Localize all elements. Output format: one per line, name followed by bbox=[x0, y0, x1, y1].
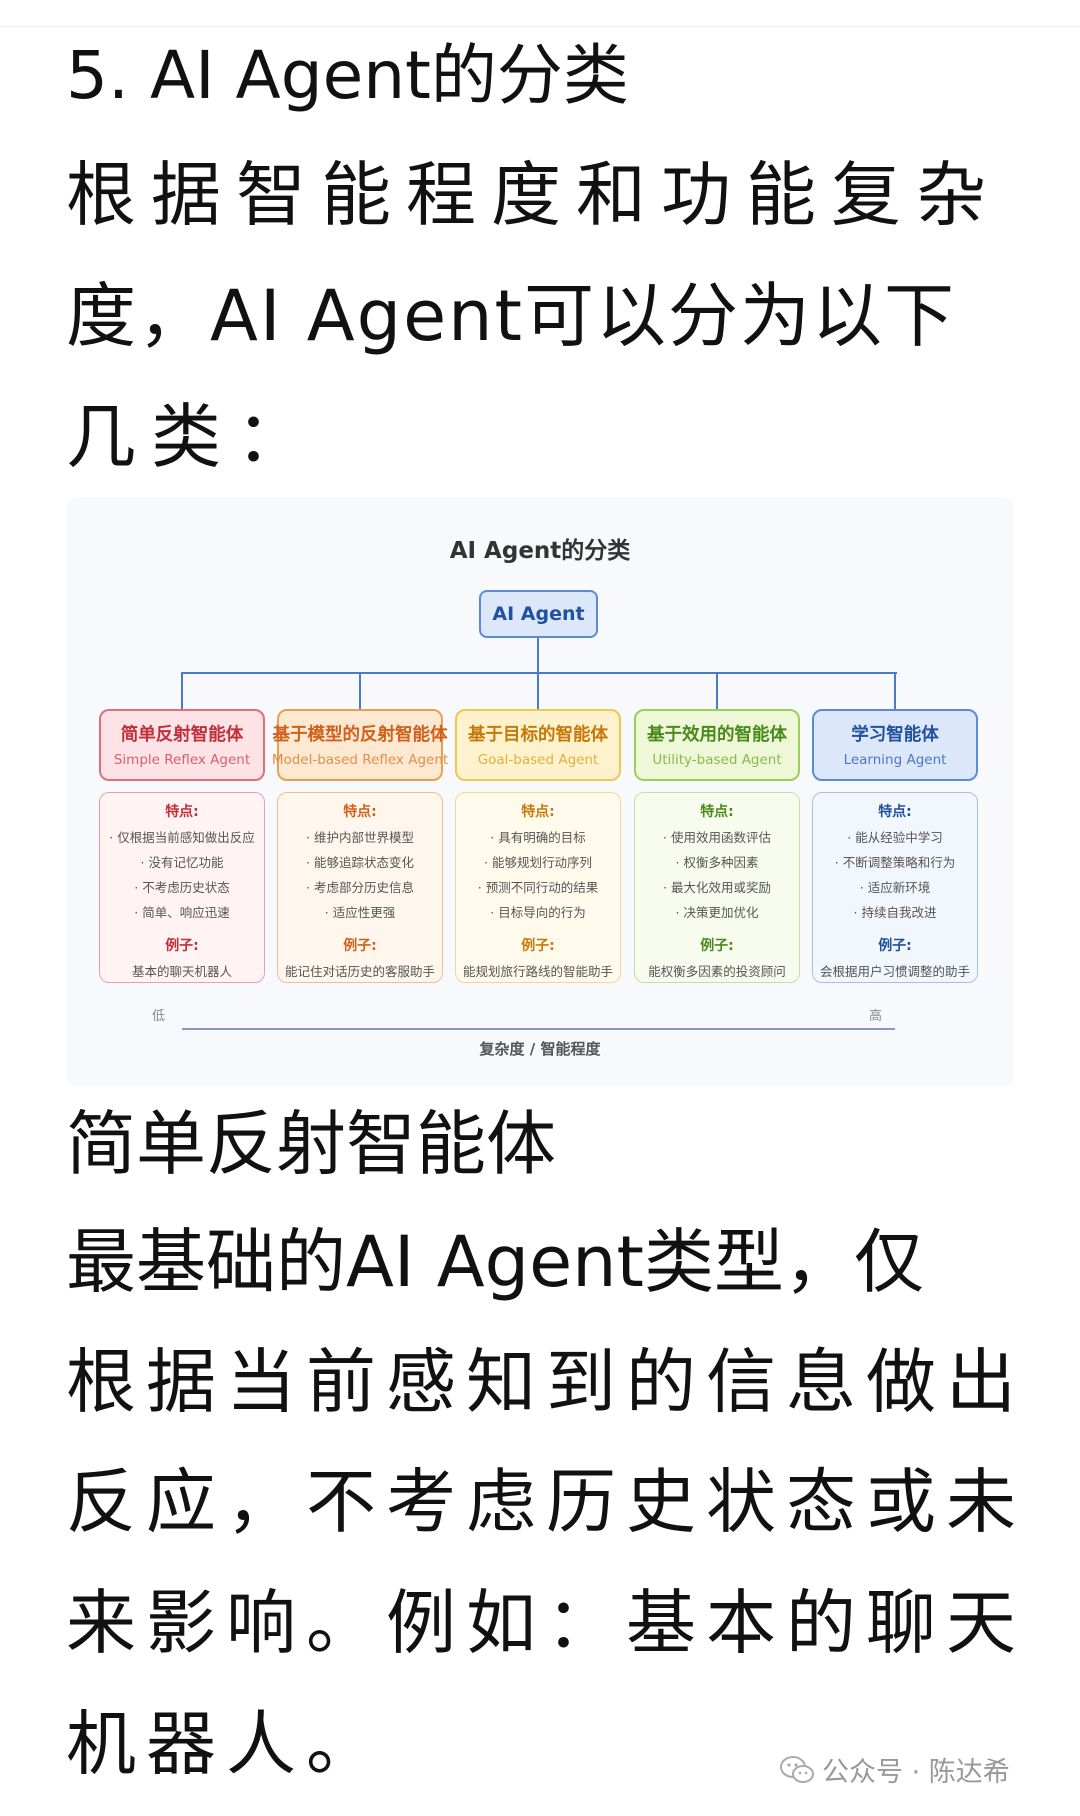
section-line: 机器人。 bbox=[66, 1703, 386, 1785]
category-english-name: Learning Agent bbox=[843, 752, 947, 768]
root-node: AI Agent bbox=[479, 590, 598, 638]
section-line: 根据当前感知到的信息做出 bbox=[66, 1341, 1026, 1423]
feature-item: 不考虑历史状态 bbox=[100, 877, 264, 896]
example-text: 能权衡多因素的投资顾问 bbox=[648, 964, 786, 979]
feature-item: 持续自我改进 bbox=[813, 902, 977, 921]
watermark-text: 公众号 · 陈达希 bbox=[822, 1757, 1010, 1788]
category-node: 学习智能体 Learning Agent bbox=[812, 709, 978, 781]
intro-line: 几类： bbox=[66, 396, 321, 478]
feature-item: 使用效用函数评估 bbox=[635, 827, 799, 846]
page-heading: 5. AI Agent的分类 bbox=[66, 37, 629, 114]
example-label: 例子: bbox=[521, 938, 555, 954]
intro-line: 根据智能程度和功能复杂 bbox=[66, 154, 1001, 236]
top-bar bbox=[0, 0, 1080, 27]
example-text: 会根据用户习惯调整的助手 bbox=[819, 964, 970, 979]
category-details: 特点: 使用效用函数评估权衡多种因素最大化效用或奖励决策更加优化例子: 能权衡多因素… bbox=[634, 792, 800, 983]
connector bbox=[359, 672, 361, 710]
example-text: 能记住对话历史的客服助手 bbox=[284, 964, 435, 979]
category-node: 基于模型的反射智能体 Model-based Reflex Agent bbox=[272, 709, 448, 781]
features-label: 特点: bbox=[700, 804, 734, 820]
section-heading: 简单反射智能体 bbox=[66, 1103, 556, 1185]
connector bbox=[181, 672, 183, 710]
category-english-name: Model-based Reflex Agent bbox=[271, 752, 449, 768]
category-english-name: Utility-based Agent bbox=[652, 752, 782, 768]
section-line: 反应，不考虑历史状态或未 bbox=[66, 1461, 1026, 1543]
connector bbox=[182, 672, 897, 674]
connector bbox=[716, 672, 718, 710]
high-label: 高 bbox=[869, 1009, 883, 1024]
example-label: 例子: bbox=[700, 938, 734, 954]
feature-item: 能从经验中学习 bbox=[813, 827, 977, 846]
example-text: 能规划旅行路线的智能助手 bbox=[462, 964, 613, 979]
axis-label: 复杂度 / 智能程度 bbox=[479, 1040, 601, 1058]
category-name: 学习智能体 bbox=[851, 725, 939, 745]
complexity-axis bbox=[182, 1028, 895, 1030]
diagram-title: AI Agent的分类 bbox=[449, 538, 631, 564]
feature-item: 不断调整策略和行为 bbox=[813, 852, 977, 871]
category-name: 基于效用的智能体 bbox=[647, 725, 787, 745]
category-english-name: Goal-based Agent bbox=[477, 752, 599, 768]
category-node: 基于效用的智能体 Utility-based Agent bbox=[634, 709, 800, 781]
feature-item: 考虑部分历史信息 bbox=[278, 877, 442, 896]
example-label: 例子: bbox=[878, 938, 912, 954]
watermark: 公众号 · 陈达希 bbox=[780, 1750, 1010, 1789]
feature-item: 权衡多种因素 bbox=[635, 852, 799, 871]
classification-diagram: AI Agent的分类 AI Agent 低 高 复杂度 / 智能程度 简单反射… bbox=[66, 497, 1014, 1086]
section-line: 最基础的AI Agent类型，仅 bbox=[66, 1221, 924, 1303]
features-label: 特点: bbox=[165, 804, 199, 820]
category-name: 简单反射智能体 bbox=[120, 725, 244, 745]
wechat-icon bbox=[780, 1755, 814, 1783]
feature-item: 最大化效用或奖励 bbox=[635, 877, 799, 896]
connector bbox=[537, 638, 539, 674]
category-name: 基于目标的智能体 bbox=[468, 725, 608, 745]
features-label: 特点: bbox=[878, 804, 912, 820]
feature-item: 目标导向的行为 bbox=[456, 902, 620, 921]
category-english-name: Simple Reflex Agent bbox=[113, 752, 251, 768]
feature-item: 适应新环境 bbox=[813, 877, 977, 896]
example-label: 例子: bbox=[165, 938, 199, 954]
category-details: 特点: 能从经验中学习不断调整策略和行为适应新环境持续自我改进例子: 会根据用户习惯… bbox=[812, 792, 978, 983]
category-details: 特点: 具有明确的目标能够规划行动序列预测不同行动的结果目标导向的行为例子: 能规划… bbox=[455, 792, 621, 983]
features-label: 特点: bbox=[343, 804, 377, 820]
connector bbox=[894, 672, 896, 710]
section-line: 来影响。例如：基本的聊天 bbox=[66, 1582, 1026, 1664]
feature-item: 预测不同行动的结果 bbox=[456, 877, 620, 896]
feature-item: 决策更加优化 bbox=[635, 902, 799, 921]
features-label: 特点: bbox=[521, 804, 555, 820]
feature-item: 没有记忆功能 bbox=[100, 852, 264, 871]
intro-line: 度，AI Agent可以分为以下 bbox=[66, 275, 956, 357]
feature-item: 适应性更强 bbox=[278, 902, 442, 921]
feature-item: 维护内部世界模型 bbox=[278, 827, 442, 846]
feature-item: 仅根据当前感知做出反应 bbox=[100, 827, 264, 846]
feature-item: 能够追踪状态变化 bbox=[278, 852, 442, 871]
feature-item: 能够规划行动序列 bbox=[456, 852, 620, 871]
example-label: 例子: bbox=[343, 938, 377, 954]
category-details: 特点: 维护内部世界模型能够追踪状态变化考虑部分历史信息适应性更强例子: 能记住对话… bbox=[277, 792, 443, 983]
example-text: 基本的聊天机器人 bbox=[131, 964, 232, 979]
category-name: 基于模型的反射智能体 bbox=[272, 725, 448, 745]
low-label: 低 bbox=[152, 1009, 166, 1024]
category-node: 简单反射智能体 Simple Reflex Agent bbox=[99, 709, 265, 781]
category-node: 基于目标的智能体 Goal-based Agent bbox=[455, 709, 621, 781]
connector bbox=[537, 672, 539, 710]
feature-item: 简单、响应迅速 bbox=[100, 902, 264, 921]
feature-item: 具有明确的目标 bbox=[456, 827, 620, 846]
